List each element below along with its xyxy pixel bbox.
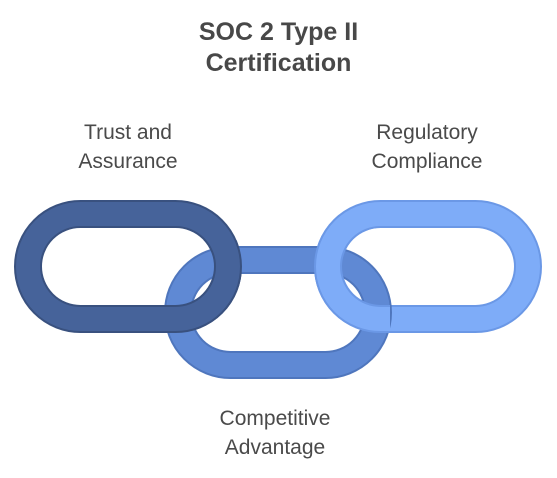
label-line-2: Advantage [224,436,326,459]
interlock-right-over [314,215,390,333]
link-left-overlap [160,240,240,331]
interlock-left-over [160,240,242,333]
label-line-2: Compliance [371,150,483,173]
label-competitive-advantage: Competitive Advantage [175,404,375,462]
label-line-1: Regulatory [376,121,478,144]
label-line-1: Trust and [84,121,172,144]
diagram-title: SOC 2 Type II Certification [0,17,557,79]
title-line-2: Certification [205,49,352,77]
link-right-overlap [316,215,390,331]
label-regulatory-compliance: Regulatory Compliance [327,118,527,176]
label-trust-and-assurance: Trust and Assurance [28,118,228,176]
title-line-1: SOC 2 Type II [198,18,359,46]
label-line-2: Assurance [78,150,178,173]
label-line-1: Competitive [219,407,331,430]
